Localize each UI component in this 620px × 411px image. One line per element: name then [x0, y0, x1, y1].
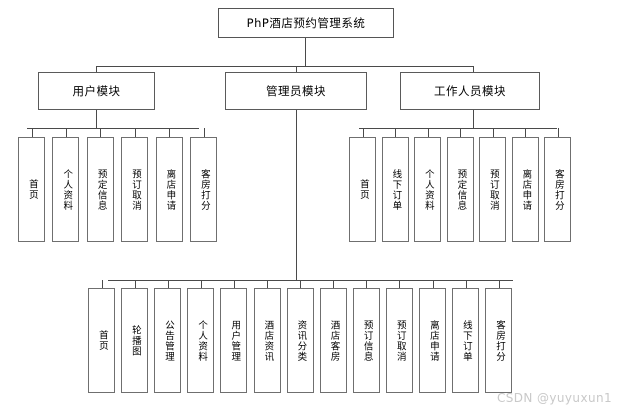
connector-root-stem: [305, 38, 306, 66]
connector-staff-stem: [473, 110, 474, 128]
leaf-node-staff-1[interactable]: 线下订单: [381, 137, 409, 242]
connector-user-drop-4: [169, 128, 170, 137]
connector-staff-drop-2: [428, 128, 429, 137]
leaf-node-label: 个人资料: [196, 319, 208, 362]
leaf-node-admin-3[interactable]: 个人资料: [187, 288, 215, 393]
leaf-node-label: 客房打分: [494, 319, 505, 362]
leaf-node-label: 首页: [26, 179, 38, 200]
leaf-node-label: 预订取消: [130, 168, 141, 211]
module-label-staff: 工作人员模块: [434, 84, 506, 98]
connector-bus-to-user: [96, 66, 97, 72]
leaf-node-staff-2[interactable]: 个人资料: [414, 137, 441, 242]
leaf-node-staff-5[interactable]: 离店申请: [511, 137, 539, 242]
leaf-node-admin-6[interactable]: 资讯分类: [286, 288, 314, 393]
leaf-node-admin-2[interactable]: 公告管理: [154, 288, 182, 393]
module-node-staff[interactable]: 工作人员模块: [400, 72, 540, 110]
connector-bus-to-admin: [296, 66, 297, 72]
connector-admin-drop-12: [499, 280, 500, 288]
root-node-label: PhP酒店预约管理系统: [246, 16, 366, 30]
root-node[interactable]: PhP酒店预约管理系统: [218, 8, 394, 38]
connector-top-bus: [96, 66, 474, 67]
leaf-node-label: 客房打分: [198, 168, 210, 211]
connector-user-drop-0: [32, 128, 33, 137]
leaf-node-admin-11[interactable]: 线下订单: [452, 288, 480, 393]
connector-admin-drop-1: [135, 280, 136, 288]
leaf-node-label: 预订取消: [394, 319, 406, 362]
module-node-user[interactable]: 用户模块: [38, 72, 155, 110]
connector-admin-drop-9: [399, 280, 400, 288]
connector-admin-drop-7: [333, 280, 334, 288]
connector-user-bus: [27, 128, 199, 129]
connector-admin-drop-5: [267, 280, 268, 288]
connector-staff-drop-3: [460, 128, 461, 137]
leaf-node-label: 首页: [357, 179, 369, 200]
connector-admin-bus: [108, 280, 513, 281]
leaf-node-user-1[interactable]: 个人资料: [52, 137, 80, 242]
leaf-node-label: 酒店客房: [328, 319, 340, 362]
connector-user-drop-5: [204, 128, 205, 137]
connector-staff-bus: [359, 128, 557, 129]
leaf-node-label: 资讯分类: [295, 319, 307, 362]
connector-user-stem: [96, 110, 97, 128]
connector-admin-stem: [296, 110, 297, 280]
connector-bus-to-staff: [473, 66, 474, 72]
leaf-node-label: 离店申请: [520, 168, 532, 211]
connector-admin-drop-3: [201, 280, 202, 288]
leaf-node-label: 离店申请: [164, 168, 176, 211]
connector-staff-drop-5: [525, 128, 526, 137]
leaf-node-admin-0[interactable]: 首页: [88, 288, 115, 393]
connector-admin-drop-8: [366, 280, 367, 288]
leaf-node-label: 首页: [96, 330, 108, 351]
connector-staff-drop-0: [363, 128, 364, 137]
connector-staff-drop-4: [493, 128, 494, 137]
connector-admin-drop-4: [234, 280, 235, 288]
connector-admin-drop-6: [300, 280, 301, 288]
leaf-node-admin-5[interactable]: 酒店资讯: [253, 288, 281, 393]
leaf-node-label: 个人资料: [422, 168, 434, 211]
leaf-node-user-4[interactable]: 离店申请: [155, 137, 183, 242]
connector-admin-drop-11: [466, 280, 467, 288]
leaf-node-user-5[interactable]: 客房打分: [190, 137, 217, 242]
leaf-node-admin-8[interactable]: 预订信息: [352, 288, 380, 393]
leaf-node-label: 预定信息: [95, 168, 107, 211]
leaf-node-label: 线下订单: [460, 319, 472, 362]
leaf-node-admin-1[interactable]: 轮播图: [121, 288, 149, 393]
leaf-node-admin-7[interactable]: 酒店客房: [319, 288, 347, 393]
leaf-node-label: 线下订单: [390, 168, 402, 211]
leaf-node-staff-3[interactable]: 预定信息: [446, 137, 474, 242]
module-label-user: 用户模块: [72, 84, 121, 98]
leaf-node-admin-4[interactable]: 用户管理: [220, 288, 248, 393]
leaf-node-label: 酒店资讯: [262, 319, 274, 362]
connector-staff-drop-1: [395, 128, 396, 137]
leaf-node-label: 预订取消: [487, 168, 499, 211]
module-node-admin[interactable]: 管理员模块: [225, 72, 367, 110]
leaf-node-label: 公告管理: [163, 319, 174, 362]
connector-user-drop-2: [100, 128, 101, 137]
leaf-node-label: 预定信息: [455, 168, 467, 211]
watermark: CSDN @yuyuxun1: [497, 391, 612, 405]
connector-user-drop-1: [66, 128, 67, 137]
leaf-node-admin-12[interactable]: 客房打分: [485, 288, 513, 393]
leaf-node-label: 离店申请: [427, 319, 439, 362]
connector-staff-drop-6: [558, 128, 559, 137]
leaf-node-staff-4[interactable]: 预订取消: [479, 137, 506, 242]
connector-user-drop-3: [135, 128, 136, 137]
module-label-admin: 管理员模块: [266, 84, 326, 98]
leaf-node-staff-6[interactable]: 客房打分: [544, 137, 571, 242]
leaf-node-label: 轮播图: [129, 324, 141, 357]
leaf-node-staff-0[interactable]: 首页: [349, 137, 376, 242]
connector-admin-drop-0: [102, 280, 103, 288]
leaf-node-label: 预订信息: [361, 319, 373, 362]
connector-admin-drop-10: [433, 280, 434, 288]
leaf-node-label: 个人资料: [61, 168, 73, 211]
leaf-node-user-3[interactable]: 预订取消: [121, 137, 149, 242]
leaf-node-admin-10[interactable]: 离店申请: [419, 288, 446, 393]
leaf-node-label: 用户管理: [229, 319, 241, 362]
leaf-node-admin-9[interactable]: 预订取消: [385, 288, 413, 393]
connector-admin-drop-2: [168, 280, 169, 288]
leaf-node-user-2[interactable]: 预定信息: [86, 137, 114, 242]
leaf-node-user-0[interactable]: 首页: [18, 137, 45, 242]
leaf-node-label: 客房打分: [552, 168, 564, 211]
